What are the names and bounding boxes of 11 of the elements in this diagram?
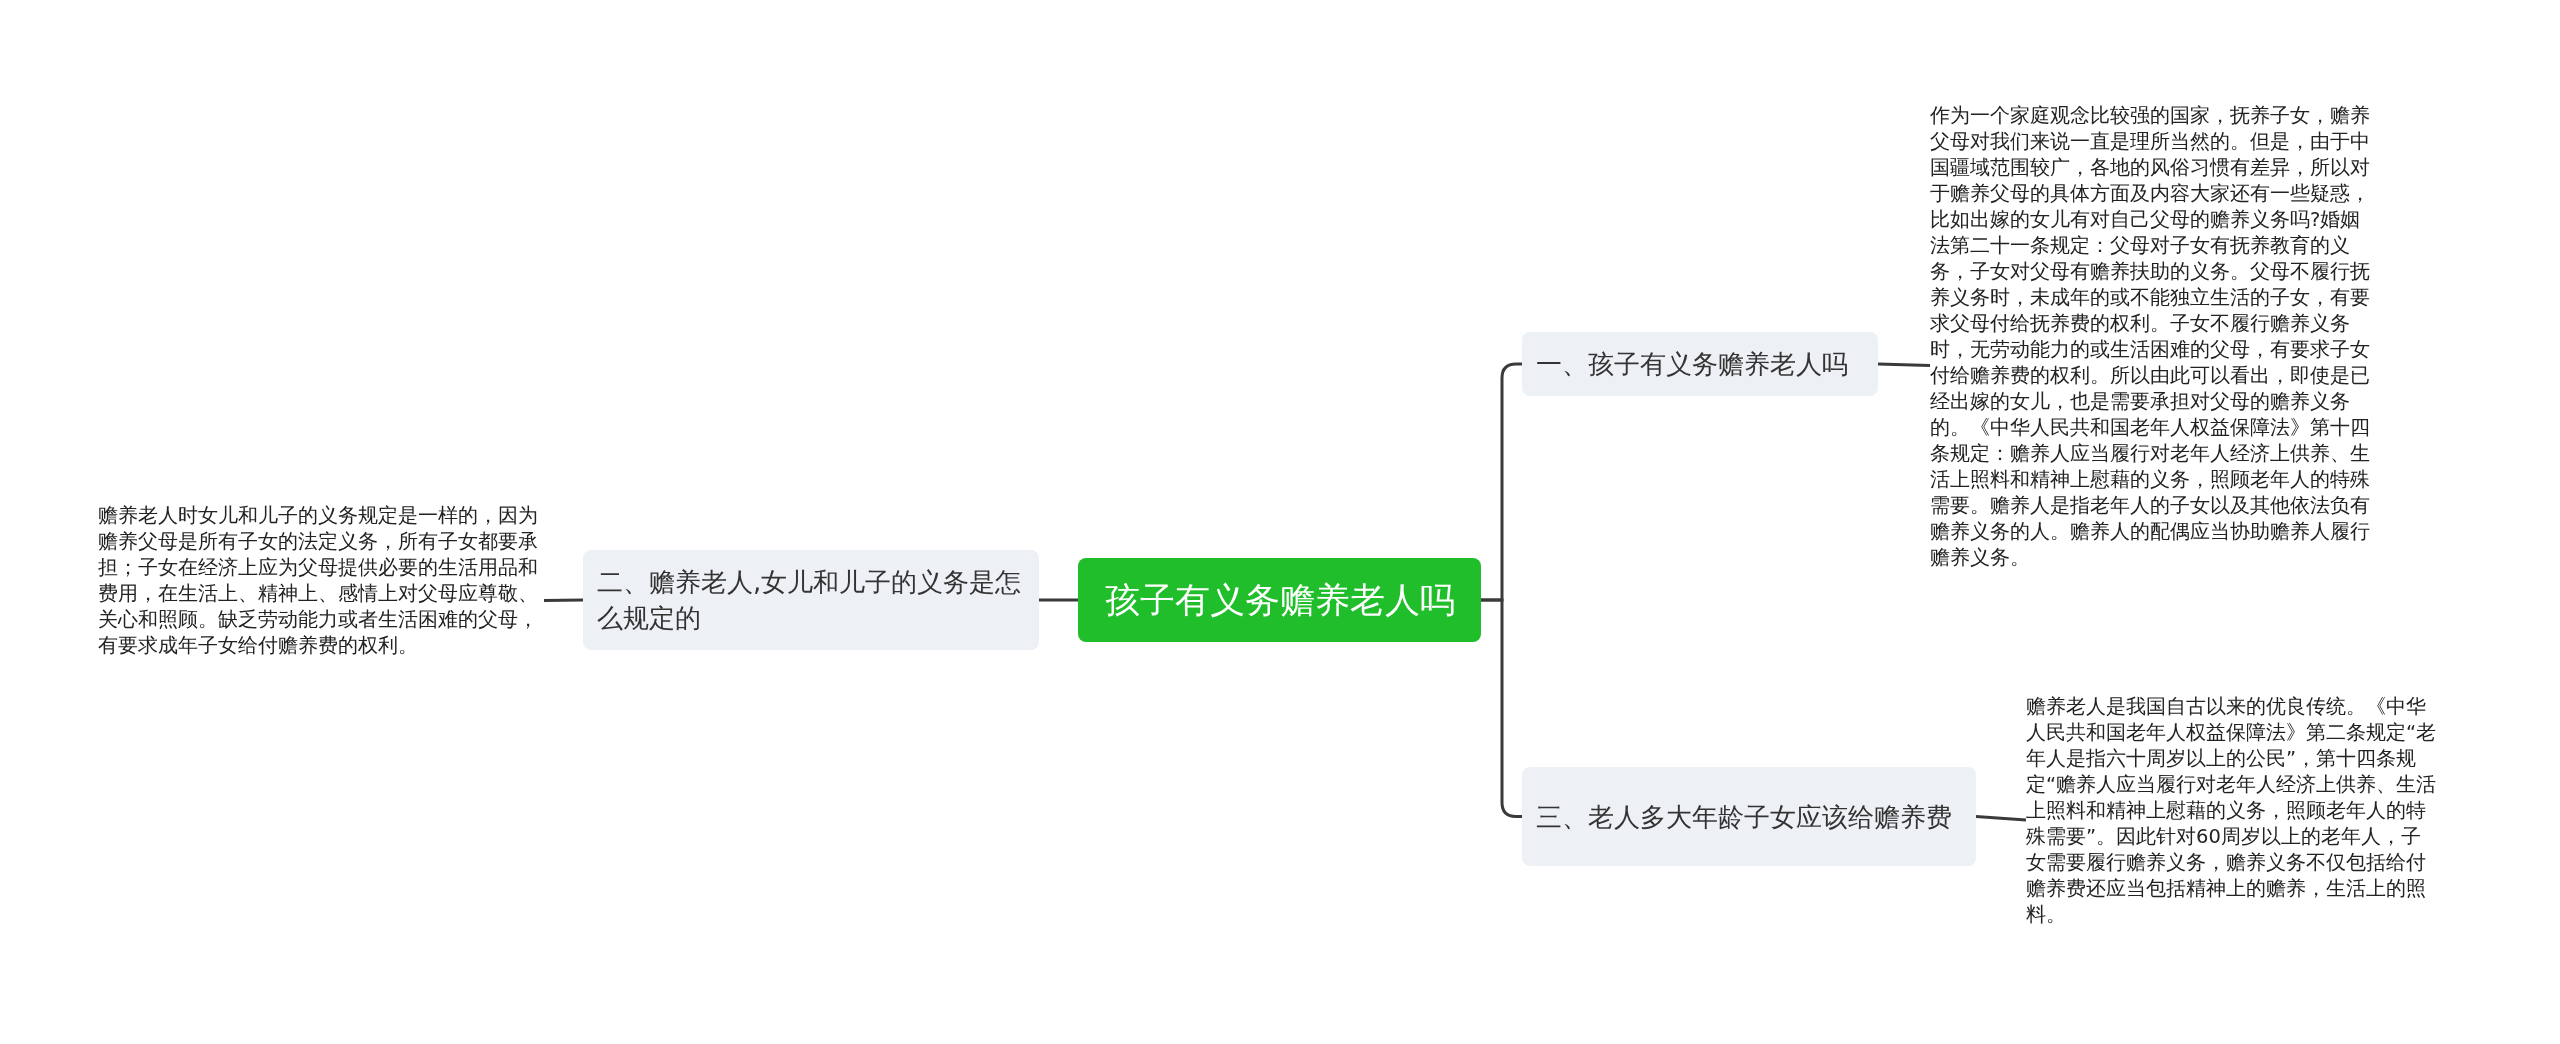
connector-line [1039,598,1078,602]
connector-line [1877,362,1931,367]
topic-box: 三、老人多大年龄子女应该给赡养费 [1522,767,1976,866]
topic-box: 一、孩子有义务赡养老人吗 [1522,332,1878,396]
note-text: 赡养老人时女儿和儿子的义务规定是一样的，因为赡养父母是所有子女的法定义务，所有子女都要承担；子女在经济上应为父母提供必要的生活用品和费用，在生活上、精神上、感情上对父母应尊敬、关心和照顾。缺乏劳动能力或者生活困难的父母，有要求成年子女给付赡养费的权利。 [98,503,544,698]
root-topic-box: 孩子有义务赡养老人吗 [1078,558,1481,642]
connector-line [543,598,584,602]
note-text: 赡养老人是我国自古以来的优良传统。《中华人民共和国老年人权益保障法》第二条规定“老年人是指六十周岁以上的公民”，第十四条规定“赡养人应当履行对老年人经济上供养、生活上照料和精神上慰藉的义务，照顾老年人的特殊需要”。因此针对60周岁以上的老年人，子女需要履行赡养义务，赡养义务不仅包括给付赡养费还应当包括精神上的赡养，生活上的照料。 [2026,694,2438,946]
topic-box: 二、赡养老人,女儿和儿子的义务是怎么规定的 [583,550,1039,650]
note-text: 作为一个家庭观念比较强的国家，抚养子女，赡养父母对我们来说一直是理所当然的。但是，由于中国疆域范围较广，各地的风俗习惯有差异，所以对于赡养父母的具体方面及内容大家还有一些疑惑，比如出嫁的女儿有对自己父母的赡养义务吗?婚姻法第二十一条规定：父母对子女有抚养教育的义务，子女对父母有赡养扶助的义务。父母不履行抚养义务时，未成年的或不能独立生活的子女，有要求父母付给抚养费的权利。子女不履行赡养义务时，无劳动能力的或生活困难的父母，有要求子女付给赡养费的权利。所以由此可以看出，即使是已经出嫁的女儿，也是需要承担对父母的赡养义务的。《中华人民共和国老年人权益保障法》第十四条规定：赡养人应当履行对老年人经济上供养、生活上照料和精神上慰藉的义务，照顾老年人的特殊需要。赡养人是指老年人的子女以及其他依法负有赡养义务的人。赡养人的配偶应当协助赡养人履行赡养义务。 [1930,103,2376,628]
connector-line [1975,815,2027,822]
